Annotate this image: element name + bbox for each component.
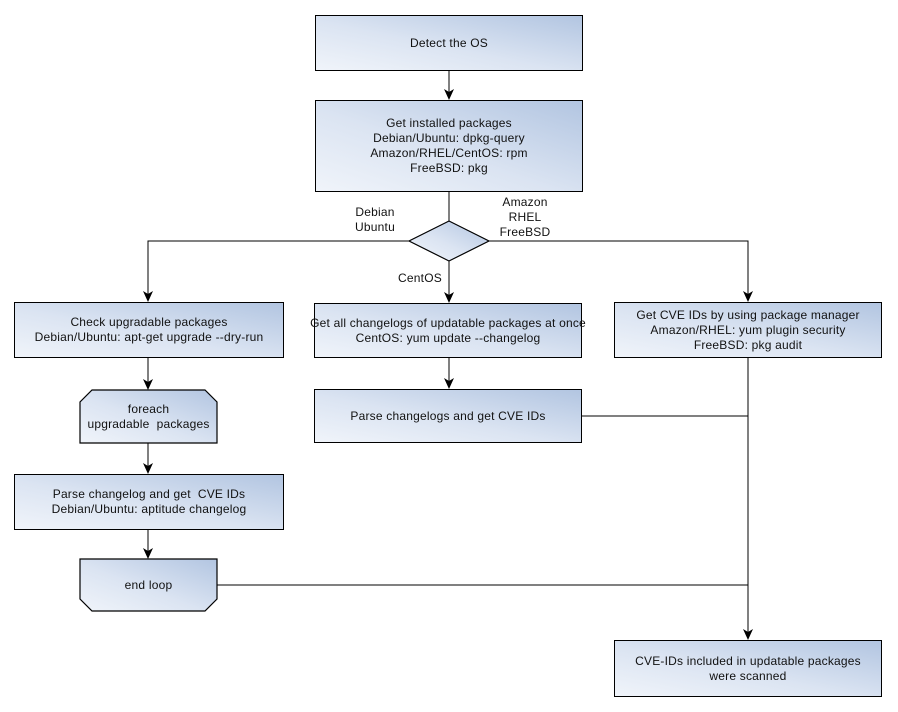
edge-label-debian-ubuntu: Debian Ubuntu [345, 205, 405, 235]
loop-start-shape-foreach [79, 389, 218, 444]
node-parse-changelogs-mid: Parse changelogs and get CVE IDs [314, 389, 582, 443]
node-parse-changelog-left: Parse changelog and get CVE IDs Debian/U… [14, 474, 284, 530]
node-get-all-changelogs: Get all changelogs of updatable packages… [310, 303, 586, 358]
loop-end-shape [79, 558, 218, 612]
arrowhead-into-changelogs [444, 292, 454, 303]
node-end-loop-label: end loop [124, 577, 173, 592]
node-get-installed-packages: Get installed packages Debian/Ubuntu: dp… [315, 100, 583, 192]
arrowhead-into-endloop [143, 548, 153, 559]
arrowhead-into-foreach [143, 379, 153, 390]
node-get-all-changelogs-label: Get all changelogs of updatable packages… [310, 315, 586, 345]
node-cve-ids-scanned-label: CVE-IDs included in updatable packages w… [635, 653, 861, 683]
connector-decision-to-check-upgradable [147, 240, 409, 300]
connector-decision-to-cve-right [489, 240, 749, 300]
node-detect-os-label: Detect the OS [410, 35, 488, 50]
arrowhead-into-installed [444, 89, 454, 100]
arrowhead-into-scanned [743, 629, 753, 640]
arrowhead-into-check-upgradable [143, 291, 153, 302]
arrowhead-into-cve-right [743, 291, 753, 302]
node-end-loop: end loop [80, 559, 217, 611]
edge-label-centos: CentOS [390, 271, 450, 286]
node-detect-os: Detect the OS [315, 15, 583, 71]
node-parse-changelogs-mid-label: Parse changelogs and get CVE IDs [350, 408, 546, 423]
node-get-cve-ids-pkg-manager: Get CVE IDs by using package manager Ama… [614, 302, 882, 358]
node-check-upgradable-packages: Check upgradable packages Debian/Ubuntu:… [14, 302, 284, 358]
edge-label-centos-text: CentOS [398, 271, 442, 285]
node-cve-ids-scanned: CVE-IDs included in updatable packages w… [614, 640, 882, 697]
node-foreach-loop: foreach upgradable packages [80, 390, 217, 443]
arrowhead-into-parse-left [143, 463, 153, 474]
node-parse-changelog-left-label: Parse changelog and get CVE IDs Debian/U… [51, 487, 247, 516]
decision-diamond-os [407, 220, 491, 262]
node-get-cve-ids-pkg-manager-label: Get CVE IDs by using package manager Ama… [636, 307, 860, 352]
node-check-upgradable-packages-label: Check upgradable packages Debian/Ubuntu:… [34, 315, 264, 344]
edge-label-amazon-rhel-freebsd-text: Amazon RHEL FreeBSD [499, 195, 551, 239]
node-get-installed-packages-label: Get installed packages Debian/Ubuntu: dp… [370, 116, 528, 175]
edge-label-amazon-rhel-freebsd: Amazon RHEL FreeBSD [494, 195, 556, 240]
edge-label-debian-ubuntu-text: Debian Ubuntu [355, 205, 395, 234]
node-foreach-loop-label: foreach upgradable packages [87, 401, 210, 431]
arrowhead-into-parse-mid [444, 378, 454, 389]
